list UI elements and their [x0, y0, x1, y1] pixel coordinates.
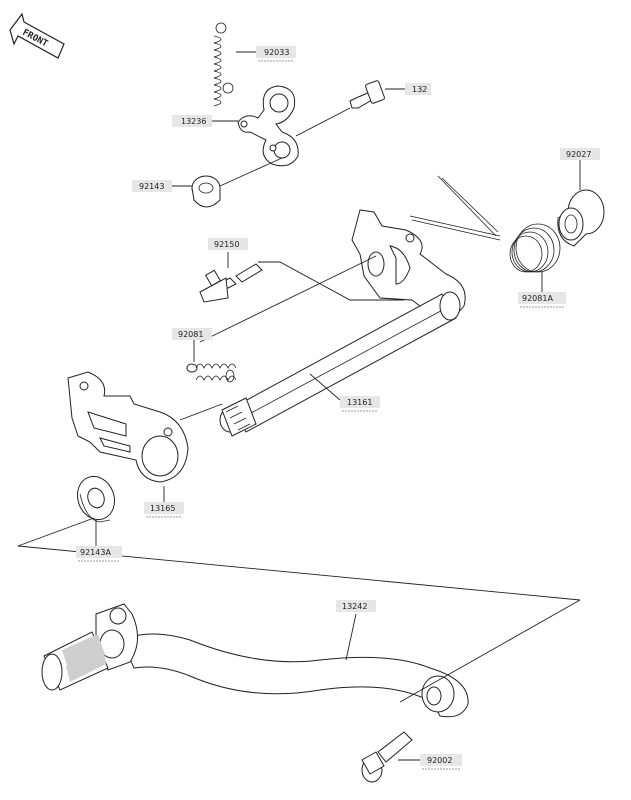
svg-text:92081A: 92081A: [522, 294, 553, 303]
svg-text:92143A: 92143A: [80, 548, 111, 557]
part-label-92143: 92143: [132, 180, 172, 192]
svg-text:92150: 92150: [214, 240, 239, 249]
part-label-132: 132: [405, 83, 431, 95]
svg-text:132: 132: [412, 85, 427, 94]
part-label-92033: 92033: [256, 46, 296, 62]
shift-shaft-icon: [219, 209, 466, 437]
svg-text:92033: 92033: [264, 48, 289, 57]
part-label-13236: 13236: [172, 115, 212, 127]
svg-text:13165: 13165: [150, 504, 175, 513]
shift-pedal-icon: [41, 603, 469, 718]
guide-plate-icon: [67, 371, 189, 483]
pinch-bolt-icon: [361, 731, 413, 783]
part-label-92143a: 92143A: [76, 546, 122, 562]
part-label-13161: 13161: [340, 396, 380, 412]
svg-text:13161: 13161: [347, 398, 372, 407]
svg-text:92143: 92143: [139, 182, 164, 191]
part-label-13242: 13242: [336, 600, 376, 612]
part-label-92081a: 92081A: [518, 292, 566, 308]
torsion-spring-icon: [409, 175, 561, 273]
svg-text:92027: 92027: [566, 150, 591, 159]
svg-text:13242: 13242: [342, 602, 367, 611]
shift-arm-icon: [237, 85, 299, 167]
part-label-92027: 92027: [560, 148, 600, 160]
part-label-92150: 92150: [208, 238, 248, 250]
collar-icon: [557, 189, 605, 247]
bolt-icon: [349, 80, 385, 109]
svg-text:92081: 92081: [178, 330, 203, 339]
spring-icon: [213, 22, 234, 107]
washer-icon: [76, 475, 116, 523]
detent-spring-icon: [186, 363, 237, 383]
front-arrow-icon: FRONT: [9, 12, 65, 59]
pin-icon: [199, 263, 263, 303]
bushing-icon: [191, 175, 221, 208]
svg-text:13236: 13236: [181, 117, 206, 126]
part-label-92002: 92002: [420, 754, 462, 770]
part-label-92081: 92081: [172, 328, 212, 340]
svg-text:92002: 92002: [427, 756, 452, 765]
part-label-13165: 13165: [144, 502, 184, 518]
